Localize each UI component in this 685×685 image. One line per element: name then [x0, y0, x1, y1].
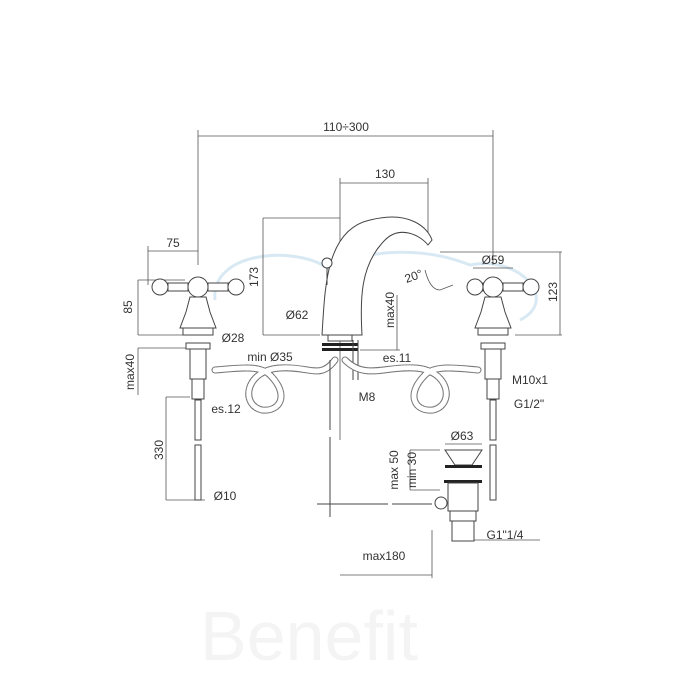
label-overall-width: 110÷300 — [323, 120, 369, 134]
label-tail-length: 330 — [152, 440, 166, 460]
spout — [321, 216, 433, 380]
label-spout-base-diameter: Ø62 — [286, 308, 309, 322]
label-valve-height: 123 — [546, 282, 560, 302]
label-spout-wrench: es.11 — [383, 351, 412, 365]
pop-up-waste — [317, 360, 483, 542]
label-waste-diameter: Ø63 — [451, 429, 474, 443]
watermark-text: Benefit — [200, 597, 418, 675]
label-tail-diameter: Ø10 — [214, 489, 237, 503]
label-spout-angle: 20° — [403, 266, 425, 285]
left-valve — [151, 276, 245, 501]
flexible-hoses — [211, 356, 482, 414]
label-handle-diameter: Ø59 — [482, 253, 505, 267]
right-valve — [466, 276, 540, 501]
dimension-labels: 110÷300 130 75 85 173 Ø59 123 20° Ø62 ma… — [121, 120, 560, 563]
label-valve-wrench: es.12 — [211, 402, 241, 416]
label-spout-height: 173 — [247, 267, 261, 287]
label-valve-inlet: G1/2" — [514, 397, 544, 411]
label-handle-height: 85 — [121, 300, 135, 314]
label-spout-reach: 130 — [375, 167, 395, 181]
label-valve-stem-diameter: Ø28 — [222, 331, 245, 345]
label-waste-thread: G1"1/4 — [487, 528, 524, 542]
label-valve-thread: M10x1 — [512, 373, 548, 387]
label-hole-min-diameter: min Ø35 — [247, 350, 293, 364]
label-handle-width: 75 — [166, 236, 180, 250]
label-spout-stud: M8 — [359, 390, 376, 404]
label-spout-max-deck: max40 — [383, 292, 397, 328]
label-waste-max: max 50 — [387, 450, 401, 490]
label-valve-max-deck: max40 — [123, 354, 137, 390]
label-rod-max: max180 — [363, 549, 406, 563]
label-waste-min: min 30 — [405, 452, 419, 488]
